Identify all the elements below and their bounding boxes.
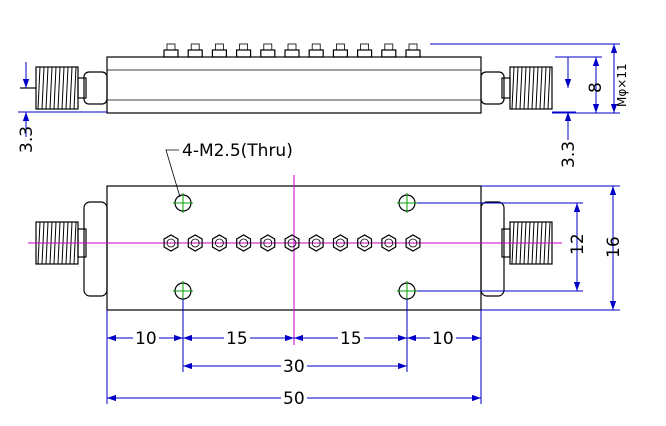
dim-right-edge-label: 10 — [432, 329, 454, 349]
thread-line — [69, 66, 73, 110]
dim-total-width-label: 50 — [283, 389, 305, 409]
thread-line — [45, 66, 49, 110]
mounting-hole-top-right — [397, 193, 417, 213]
tuning-screw-top — [187, 234, 203, 252]
thread-line — [519, 66, 523, 110]
tuning-screw-top — [405, 234, 421, 252]
tuning-screw-side — [187, 43, 203, 58]
thread-line — [65, 66, 69, 110]
tuning-screw-top — [381, 234, 397, 252]
thread-line — [523, 66, 527, 110]
tuning-screw-top — [284, 234, 300, 252]
mounting-hole-bottom-right — [397, 281, 417, 301]
tuning-screw-side — [405, 43, 421, 58]
thread-line — [61, 66, 65, 110]
thread-line — [41, 66, 45, 110]
side-tuning-screws — [163, 43, 421, 58]
tuning-screw-top — [357, 234, 373, 252]
thread-line — [547, 66, 551, 110]
tuning-screw-top — [308, 234, 324, 252]
tuning-screw-top — [163, 234, 179, 252]
thread-line — [73, 66, 77, 110]
tuning-screw-side — [332, 43, 348, 58]
side-view: 3.3 3.3 8 Mφ×11 — [17, 43, 629, 168]
tuning-screw-side — [236, 43, 252, 58]
tuning-screw-side — [357, 43, 373, 58]
thread-line — [57, 66, 61, 110]
top-left-connector — [35, 201, 108, 297]
dim-right-mid-label: 15 — [340, 329, 362, 349]
side-connector-label: Mφ×11 — [615, 63, 629, 107]
side-left-connector — [20, 66, 108, 110]
tuning-screw-top — [211, 234, 227, 252]
thread-line — [49, 66, 53, 110]
tuning-screw-side — [163, 43, 179, 58]
mounting-hole-bottom-left — [173, 281, 193, 301]
thread-line — [511, 66, 515, 110]
thread-line — [531, 66, 535, 110]
dim-left-edge-label: 10 — [135, 329, 157, 349]
top-view: 4-M2.5(Thru) 12 16 10 15 15 10 30 — [28, 141, 624, 409]
thread-line — [37, 66, 41, 110]
dim-left-mid-label: 15 — [226, 329, 248, 349]
thread-line — [527, 66, 531, 110]
side-right-connector — [480, 66, 553, 110]
hole-callout-leader — [165, 149, 181, 198]
mounting-hole-top-left — [173, 193, 193, 213]
top-tuning-screws — [163, 234, 421, 252]
body-height-label: 16 — [604, 236, 624, 258]
tuning-screw-side — [211, 43, 227, 58]
hole-callout-label: 4-M2.5(Thru) — [182, 141, 293, 161]
thread-line — [53, 66, 57, 110]
hole-vertical-spacing-label: 12 — [568, 233, 588, 255]
thread-line — [515, 66, 519, 110]
side-height-label: 8 — [586, 82, 606, 93]
tuning-screw-top — [332, 234, 348, 252]
tuning-screw-side — [308, 43, 324, 58]
top-right-connector — [480, 201, 553, 297]
thread-line — [535, 66, 539, 110]
tuning-screw-top — [236, 234, 252, 252]
side-body — [106, 56, 482, 114]
dim-hole-span-label: 30 — [283, 357, 305, 377]
side-left-offset-label: 3.3 — [17, 126, 37, 153]
tuning-screw-side — [260, 43, 276, 58]
side-right-offset-label: 3.3 — [559, 141, 579, 168]
tuning-screw-side — [381, 43, 397, 58]
thread-line — [543, 66, 547, 110]
tuning-screw-top — [260, 234, 276, 252]
thread-line — [539, 66, 543, 110]
tuning-screw-side — [284, 43, 300, 58]
